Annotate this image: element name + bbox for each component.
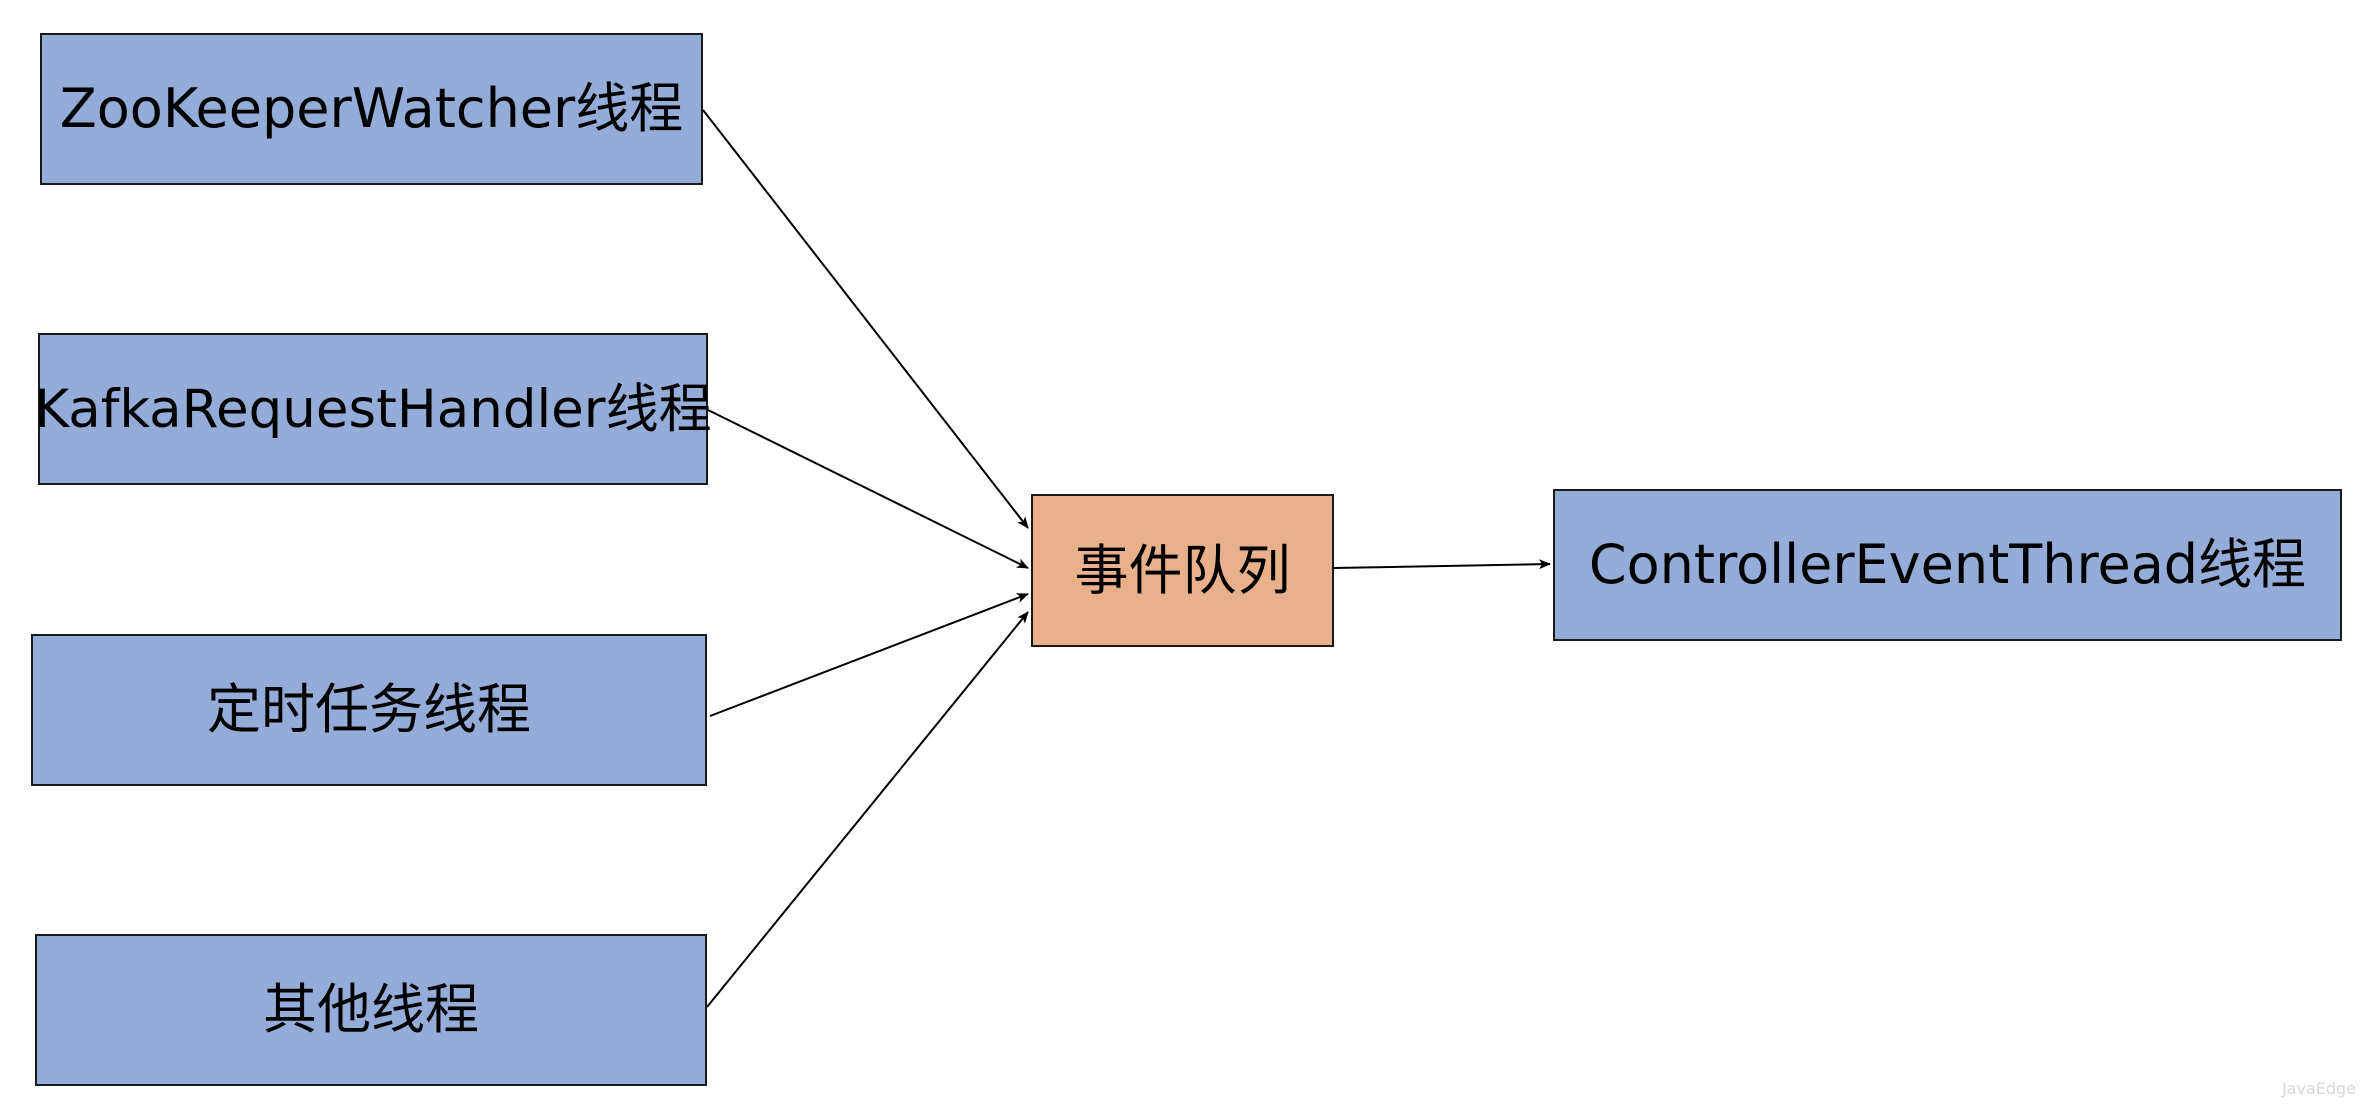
watermark: JavaEdge xyxy=(2281,1079,2356,1098)
node-other-threads: 其他线程 xyxy=(35,934,707,1086)
node-label: 定时任务线程 xyxy=(207,678,531,741)
node-kafka-request-handler-thread: KafkaRequestHandler线程 xyxy=(34,333,712,485)
node-zookeeper-watcher-thread: ZooKeeperWatcher线程 xyxy=(40,33,703,185)
node-label: ControllerEventThread线程 xyxy=(1588,533,2307,596)
edge-zookeeper-to-queue xyxy=(702,109,1029,529)
edge-timer-to-queue xyxy=(709,593,1029,717)
node-label: KafkaRequestHandler线程 xyxy=(34,378,712,440)
edge-queue-to-controller xyxy=(1333,559,1551,570)
node-label: 其他线程 xyxy=(263,978,479,1041)
node-scheduled-task-thread: 定时任务线程 xyxy=(31,634,707,786)
node-label: 事件队列 xyxy=(1074,538,1291,602)
node-event-queue: 事件队列 xyxy=(1031,494,1334,647)
node-controller-event-thread: ControllerEventThread线程 xyxy=(1553,489,2342,641)
edge-other-to-queue xyxy=(706,611,1029,1008)
node-label: ZooKeeperWatcher线程 xyxy=(59,77,684,140)
edge-kafka-to-queue xyxy=(707,409,1029,569)
